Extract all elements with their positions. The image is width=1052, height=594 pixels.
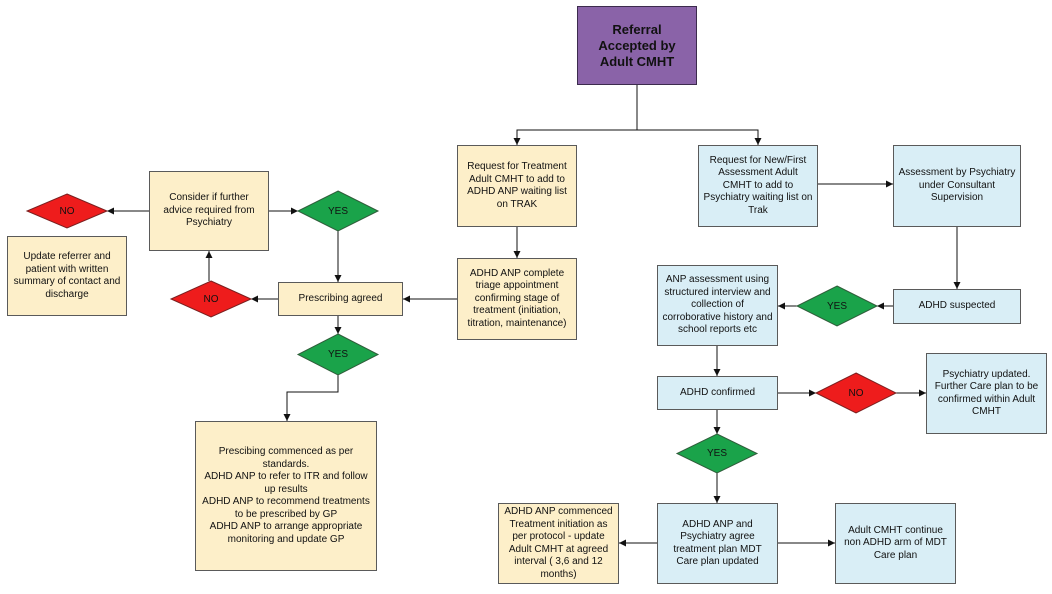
cmht-continue-box: Adult CMHT continue non ADHD arm of MDT … — [835, 503, 956, 584]
triage-label: ADHD ANP complete triage appointment con… — [467, 267, 567, 329]
psychiatry-updated-box: Psychiatry updated. Further Care plan to… — [926, 353, 1047, 434]
adhd-suspected-box: ADHD suspected — [893, 289, 1021, 324]
decision-yes-confirmed: YES — [675, 433, 759, 474]
prescribing-commenced-box: Prescibing commenced as per standards. A… — [195, 421, 377, 571]
decision-no-prescribing-label: NO — [203, 293, 219, 305]
decision-yes-suspected-label: YES — [826, 300, 847, 312]
request-treatment-box: Request for Treatment Adult CMHT to add … — [457, 145, 577, 227]
referral-box: Referral Accepted by Adult CMHT — [577, 6, 697, 85]
decision-no-advice-label: NO — [59, 205, 75, 217]
anp-assessment-label: ANP assessment using structured intervie… — [662, 274, 773, 336]
agree-plan-box: ADHD ANP and Psychiatry agree treatment … — [657, 503, 778, 584]
referral-label: Referral Accepted by Adult CMHT — [598, 21, 676, 69]
edge-yes-to-commenced — [283, 375, 339, 421]
decision-yes-prescribing-label: YES — [327, 349, 348, 360]
consider-advice-label: Consider if further advice required from… — [163, 192, 255, 229]
edge-referral-to-new — [637, 129, 762, 145]
edge-referral-split — [513, 85, 638, 145]
adhd-confirmed-box: ADHD confirmed — [657, 376, 778, 410]
update-referrer-box: Update referrer and patient with written… — [7, 236, 127, 316]
triage-box: ADHD ANP complete triage appointment con… — [457, 258, 577, 340]
decision-yes-advice: YES — [296, 190, 380, 232]
prescribing-commenced-line-2: ADHD ANP to refer to ITR and follow up r… — [204, 471, 368, 495]
prescribing-commenced-line-1: Prescibing commenced as per standards. — [218, 446, 354, 470]
update-referrer-label: Update referrer and patient with written… — [13, 251, 121, 300]
prescribing-agreed-label: Prescribing agreed — [298, 292, 383, 304]
decision-no-confirmed-label: NO — [848, 387, 864, 399]
decision-yes-prescribing: YES — [296, 333, 380, 376]
prescribing-agreed-box: Prescribing agreed — [278, 282, 403, 316]
request-new-assessment-label: Request for New/First Assessment Adult C… — [703, 154, 813, 216]
adhd-suspected-label: ADHD suspected — [918, 300, 996, 312]
agree-plan-label: ADHD ANP and Psychiatry agree treatment … — [673, 518, 762, 568]
cmht-continue-label: Adult CMHT continue non ADHD arm of MDT … — [844, 524, 947, 561]
decision-yes-confirmed-label: YES — [706, 448, 727, 459]
adhd-confirmed-label: ADHD confirmed — [679, 386, 756, 398]
assessment-psychiatry-label: Assessment by Psychiatry under Consultan… — [898, 167, 1016, 204]
request-new-assessment-box: Request for New/First Assessment Adult C… — [698, 145, 818, 227]
anp-commenced-label: ADHD ANP commenced Treatment initiation … — [504, 506, 613, 580]
request-treatment-label: Request for Treatment Adult CMHT to add … — [467, 161, 567, 210]
anp-assessment-box: ANP assessment using structured intervie… — [657, 265, 778, 346]
anp-commenced-box: ADHD ANP commenced Treatment initiation … — [498, 503, 619, 584]
decision-no-prescribing: NO — [169, 280, 253, 318]
decision-no-advice: NO — [25, 193, 109, 229]
consider-advice-box: Consider if further advice required from… — [149, 171, 269, 251]
decision-no-confirmed: NO — [814, 372, 898, 414]
assessment-psychiatry-box: Assessment by Psychiatry under Consultan… — [893, 145, 1021, 227]
prescribing-commenced-line-3: ADHD ANP to recommend treatments to be p… — [202, 496, 370, 520]
decision-yes-suspected: YES — [795, 285, 879, 327]
prescribing-commenced-line-4: ADHD ANP to arrange appropriate monitori… — [209, 521, 363, 545]
psychiatry-updated-label: Psychiatry updated. Further Care plan to… — [934, 368, 1039, 418]
decision-yes-advice-label: YES — [327, 205, 348, 217]
